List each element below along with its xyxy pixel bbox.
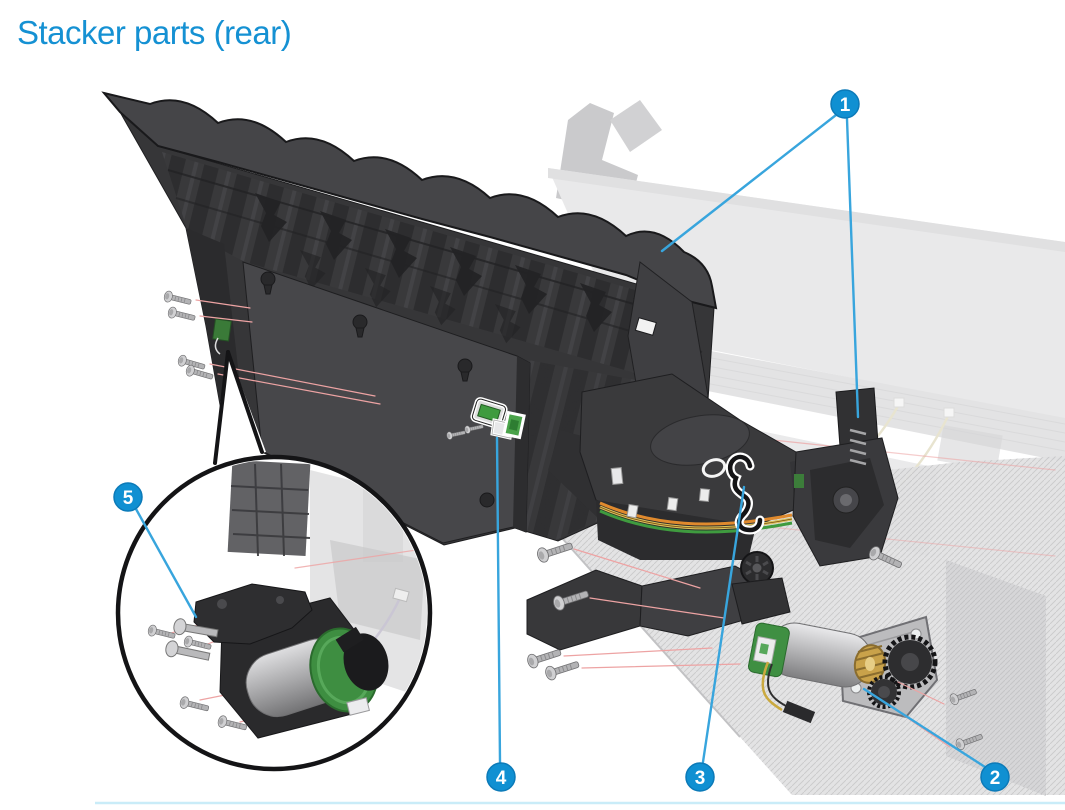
callout-1: 1 <box>830 89 860 119</box>
drive-gear <box>740 551 774 585</box>
page-title: Stacker parts (rear) <box>17 14 292 51</box>
motor-wire <box>761 661 783 712</box>
callout-leader-lines <box>134 113 987 769</box>
motor-encoder-cap <box>747 622 790 678</box>
detail-motor-assembly <box>165 583 389 739</box>
callout-2-number: 2 <box>990 768 1001 789</box>
callout-1-circle <box>830 89 860 119</box>
callout-5-circle <box>113 482 143 512</box>
nose-slot <box>634 317 657 336</box>
tension-spring-hook <box>725 452 765 535</box>
stacker-latch-bracket <box>790 387 899 567</box>
printer-top-lever-2 <box>610 100 662 152</box>
callout-3-number: 3 <box>695 768 706 789</box>
callout-4: 4 <box>486 762 516 792</box>
motor-wire-connector <box>782 700 816 724</box>
latch-spring <box>849 428 867 466</box>
callout-1-number: 1 <box>840 95 851 116</box>
drive-foot-plate <box>526 569 643 651</box>
drive-bushing <box>701 458 727 478</box>
stacker-scalloped-ridge <box>101 91 718 310</box>
callout-2: 2 <box>980 762 1010 792</box>
callout-5: 5 <box>113 482 143 512</box>
motor-gear-cluster <box>867 634 938 709</box>
callout-3-circle <box>685 762 715 792</box>
callout-2-circle <box>980 762 1010 792</box>
callout-4-number: 4 <box>496 768 507 789</box>
stacker-corner-connector <box>212 318 232 342</box>
panel-screw-holes <box>260 271 495 508</box>
detail-pointer-lines <box>213 350 264 465</box>
detail-view-circle <box>115 350 433 772</box>
callout-4-circle <box>486 762 516 792</box>
detail-circle-outline <box>115 454 433 772</box>
stacker-sensor-pcb <box>445 397 526 441</box>
callout-5-number: 5 <box>123 488 134 509</box>
callout-3: 3 <box>685 762 715 792</box>
stacker-motor-assembly <box>747 615 939 724</box>
motor-pinion-gear <box>853 644 887 684</box>
